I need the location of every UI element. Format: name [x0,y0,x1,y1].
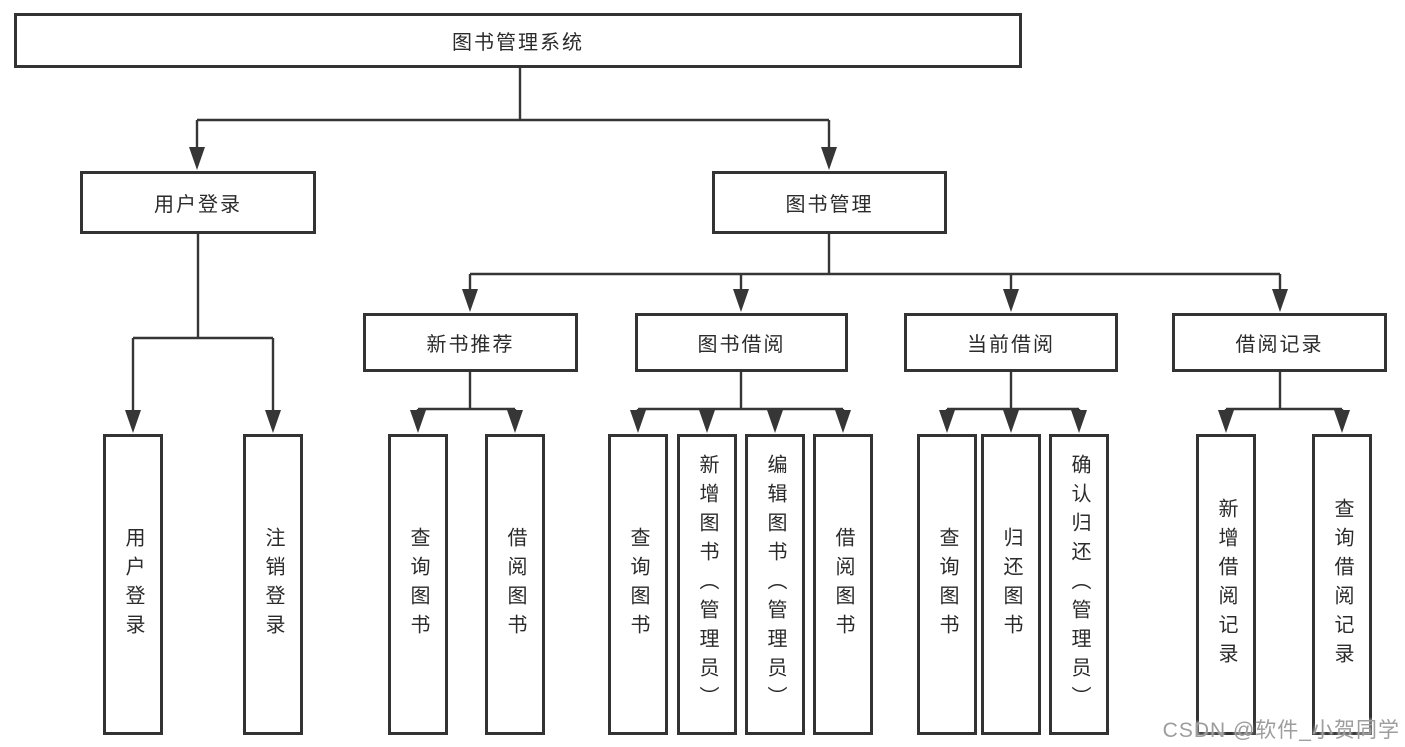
node-leaf-query-books-current: 查询图书 [917,434,977,735]
node-user-login-branch-label: 用户登录 [154,194,242,216]
node-leaf-add-book-admin: 新增图书（管理员） [677,434,737,735]
arrowhead-down [1218,410,1350,433]
node-leaf-return-book: 归还图书 [981,434,1041,735]
node-leaf-edit-book-admin: 编辑图书（管理员） [745,434,805,735]
connector-line [1224,372,1344,413]
connector-book-mgmt-to-level3 [462,234,1288,312]
node-borrowing-records: 借阅记录 [1172,313,1387,372]
node-leaf-confirm-return-admin: 确认归还（管理员） [1049,434,1109,735]
node-leaf-query-borrow-record-label: 查询借阅记录 [1331,497,1353,672]
connector-line [195,68,831,150]
node-library-management-system-label: 图书管理系统 [452,32,584,54]
connector-line [945,372,1081,413]
node-leaf-add-borrow-record-label: 新增借阅记录 [1215,497,1237,672]
node-leaf-query-books-rec: 查询图书 [388,434,448,735]
node-leaf-logout: 注销登录 [243,434,303,735]
node-leaf-query-books-borrow-label: 查询图书 [627,526,649,643]
node-leaf-confirm-return-admin-label: 确认归还（管理员） [1068,454,1090,715]
node-current-borrowing-label: 当前借阅 [967,334,1055,356]
node-leaf-query-books-rec-label: 查询图书 [407,526,429,643]
node-borrowing-records-label: 借阅记录 [1235,334,1324,356]
arrowhead-down [630,410,851,433]
arrowhead-down [462,289,1288,312]
node-leaf-add-book-admin-label: 新增图书（管理员） [696,454,718,715]
node-leaf-logout-label: 注销登录 [262,526,284,643]
node-leaf-borrow-books: 借阅图书 [813,434,873,735]
connector-current-borrow-to-leaves [939,372,1087,433]
node-leaf-return-book-label: 归还图书 [1000,526,1022,643]
node-leaf-edit-book-admin-label: 编辑图书（管理员） [764,454,786,715]
arrowhead-down [939,410,1087,433]
node-book-management-branch-label: 图书管理 [785,194,874,216]
node-leaf-query-books-borrow: 查询图书 [608,434,668,735]
node-leaf-borrow-books-rec-label: 借阅图书 [504,526,526,643]
node-new-book-recommendation: 新书推荐 [363,313,578,372]
node-new-book-recommendation-label: 新书推荐 [426,334,515,356]
node-leaf-add-borrow-record: 新增借阅记录 [1196,434,1256,735]
connector-user-login-to-leaves [125,234,281,433]
connector-book-borrow-to-leaves [630,372,851,433]
connector-line [468,234,1282,293]
node-book-borrowing: 图书借阅 [635,313,848,372]
connector-borrow-records-to-leaves [1218,372,1350,433]
connector-line [131,234,275,414]
csdn-watermark: CSDN @软件_小贺同学 [1162,719,1400,742]
node-leaf-user-login: 用户登录 [103,434,163,735]
node-current-borrowing: 当前借阅 [904,313,1118,372]
node-leaf-query-borrow-record: 查询借阅记录 [1312,434,1372,735]
node-leaf-query-books-current-label: 查询图书 [936,526,958,643]
node-leaf-user-login-label: 用户登录 [122,526,144,643]
node-user-login-branch: 用户登录 [80,171,316,234]
connector-line [416,372,517,413]
node-book-borrowing-label: 图书借阅 [697,334,786,356]
node-book-management-branch: 图书管理 [712,171,947,234]
connector-line [636,372,845,413]
node-library-management-system: 图书管理系统 [14,13,1022,68]
connector-new-book-rec-to-leaves [410,372,523,433]
arrowhead-down [125,410,281,433]
connector-root-to-level2 [189,68,837,170]
arrowhead-down [410,410,523,433]
node-leaf-borrow-books-label: 借阅图书 [832,526,854,643]
arrowhead-down [189,147,837,170]
node-leaf-borrow-books-rec: 借阅图书 [485,434,545,735]
